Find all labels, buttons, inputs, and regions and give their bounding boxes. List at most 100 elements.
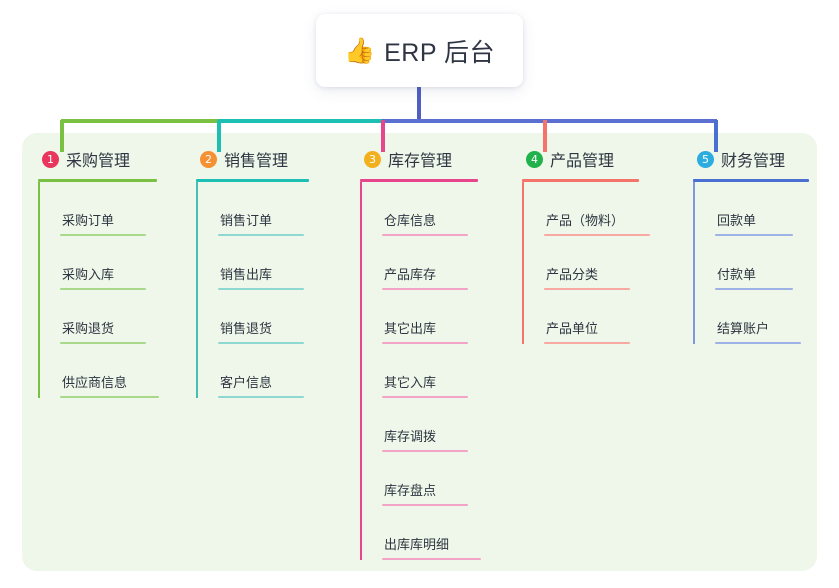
content-panel	[22, 133, 817, 571]
node-rule	[382, 288, 468, 290]
column-spine-3	[360, 182, 362, 560]
thumbs-up-icon: 👍	[343, 37, 376, 65]
column-spine-2	[196, 182, 198, 398]
column-spine-4	[522, 182, 524, 344]
column-title-1: 采购管理	[66, 153, 131, 170]
column-body-2: 销售订单销售出库销售退货客户信息	[196, 182, 309, 398]
root-title-inner: 👍 ERP 后台	[344, 33, 495, 69]
node-label: 采购订单	[62, 213, 115, 228]
column-2: 2 销售管理销售订单销售出库销售退货客户信息	[196, 146, 309, 398]
column-body-3: 仓库信息产品库存其它出库其它入库库存调拨库存盘点出库库明细	[360, 182, 481, 560]
column-body-1: 采购订单采购入库采购退货供应商信息	[38, 182, 159, 398]
column-header-5[interactable]: 5 财务管理	[693, 146, 809, 172]
column-title-4: 产品管理	[550, 153, 615, 170]
node-item[interactable]: 出库库明细	[360, 506, 481, 560]
node-label: 采购退货	[62, 321, 115, 336]
node-rule	[218, 234, 304, 236]
column-title-2: 销售管理	[224, 153, 289, 170]
node-rule	[382, 342, 468, 344]
column-badge-1: 1	[42, 150, 59, 168]
node-rule	[218, 342, 304, 344]
node-rule	[382, 396, 468, 398]
node-item[interactable]: 付款单	[693, 236, 809, 290]
column-4: 4 产品管理产品（物料） 产品分类产品单位	[522, 146, 650, 344]
node-rule	[382, 558, 481, 560]
node-rule	[60, 234, 146, 236]
column-badge-5: 5	[697, 150, 714, 168]
node-rule	[544, 234, 650, 236]
node-item[interactable]: 采购退货	[38, 290, 159, 344]
node-item[interactable]: 产品（物料）	[522, 182, 650, 236]
node-label: 产品单位	[546, 321, 599, 336]
node-rule	[382, 450, 468, 452]
node-label: 采购入库	[62, 267, 115, 282]
node-item[interactable]: 库存调拨	[360, 398, 481, 452]
column-title-3: 库存管理	[388, 153, 453, 170]
node-label: 库存调拨	[384, 429, 437, 444]
column-spine-1	[38, 182, 40, 398]
node-item[interactable]: 其它入库	[360, 344, 481, 398]
column-5: 5 财务管理回款单付款单结算账户	[693, 146, 809, 344]
node-item[interactable]: 产品单位	[522, 290, 650, 344]
column-header-4[interactable]: 4 产品管理	[522, 146, 650, 172]
node-rule	[715, 234, 793, 236]
node-item[interactable]: 其它出库	[360, 290, 481, 344]
column-title-5: 财务管理	[721, 153, 786, 170]
node-rule	[60, 288, 146, 290]
node-item[interactable]: 产品库存	[360, 236, 481, 290]
column-3: 3 库存管理仓库信息产品库存其它出库其它入库库存调拨库存盘点出库库明细	[360, 146, 481, 560]
column-badge-3: 3	[364, 150, 381, 168]
node-rule	[715, 342, 801, 344]
node-label: 回款单	[717, 213, 757, 228]
node-rule	[715, 288, 793, 290]
node-label: 销售出库	[220, 267, 273, 282]
column-header-rule-1	[38, 179, 157, 182]
node-label: 产品分类	[546, 267, 599, 282]
node-label: 结算账户	[717, 321, 770, 336]
column-spine-5	[693, 182, 695, 344]
page-title: ERP 后台	[384, 38, 496, 67]
node-item[interactable]: 供应商信息	[38, 344, 159, 398]
column-badge-4: 4	[526, 150, 543, 168]
column-header-rule-2	[196, 179, 309, 182]
column-body-5: 回款单付款单结算账户	[693, 182, 809, 344]
column-header-3[interactable]: 3 库存管理	[360, 146, 481, 172]
node-rule	[544, 288, 630, 290]
column-body-4: 产品（物料） 产品分类产品单位	[522, 182, 650, 344]
node-rule	[218, 396, 304, 398]
node-label: 客户信息	[220, 375, 273, 390]
node-rule	[382, 504, 468, 506]
node-rule	[544, 342, 630, 344]
column-header-1[interactable]: 1 采购管理	[38, 146, 159, 172]
node-item[interactable]: 仓库信息	[360, 182, 481, 236]
node-item[interactable]: 客户信息	[196, 344, 309, 398]
node-label: 出库库明细	[384, 537, 450, 552]
root-title-card[interactable]: 👍 ERP 后台	[316, 14, 523, 87]
node-item[interactable]: 采购订单	[38, 182, 159, 236]
node-rule	[60, 342, 146, 344]
node-label: 库存盘点	[384, 483, 437, 498]
node-rule	[382, 234, 468, 236]
column-header-2[interactable]: 2 销售管理	[196, 146, 309, 172]
node-label: 付款单	[717, 267, 757, 282]
node-label: 销售退货	[220, 321, 273, 336]
node-rule	[218, 288, 304, 290]
column-header-rule-4	[522, 179, 639, 182]
node-item[interactable]: 回款单	[693, 182, 809, 236]
node-label: 供应商信息	[62, 375, 128, 390]
node-label: 其它出库	[384, 321, 437, 336]
node-item[interactable]: 销售订单	[196, 182, 309, 236]
node-rule	[60, 396, 159, 398]
node-item[interactable]: 销售出库	[196, 236, 309, 290]
node-item[interactable]: 采购入库	[38, 236, 159, 290]
node-item[interactable]: 结算账户	[693, 290, 809, 344]
node-item[interactable]: 库存盘点	[360, 452, 481, 506]
column-badge-2: 2	[200, 150, 217, 168]
node-item[interactable]: 销售退货	[196, 290, 309, 344]
node-label: 仓库信息	[384, 213, 437, 228]
node-label: 销售订单	[220, 213, 273, 228]
node-item[interactable]: 产品分类	[522, 236, 650, 290]
column-1: 1 采购管理采购订单采购入库采购退货供应商信息	[38, 146, 159, 398]
column-header-rule-5	[693, 179, 809, 182]
node-label: 产品（物料）	[546, 213, 625, 228]
